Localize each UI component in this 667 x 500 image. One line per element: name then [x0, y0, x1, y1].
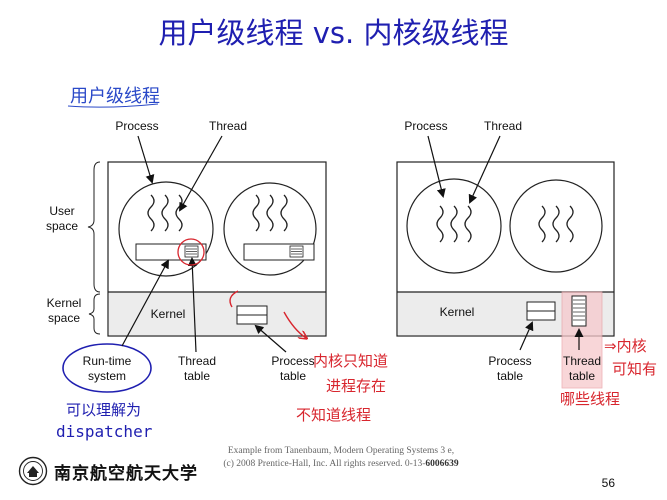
runtime-system-ellipse — [62, 343, 152, 393]
thread-table-highlight-circle — [177, 238, 205, 266]
dispatcher-note-line2: dispatcher — [56, 422, 153, 441]
kernel-space-bracket — [88, 293, 101, 335]
kernel-space-label-line2: space — [48, 311, 80, 325]
thread-squiggle — [464, 205, 472, 243]
right-process-table-label-line1: Process — [488, 354, 531, 368]
handwritten-underline — [67, 103, 159, 108]
left-process-table-arrow — [254, 324, 287, 353]
kernel-space-label-line1: Kernel — [47, 296, 82, 310]
left-kernel-label: Kernel — [151, 307, 186, 321]
handwritten-user-level-threads: 用户级线程 — [70, 86, 160, 107]
runtime-system-label-line1: Run-time — [83, 354, 132, 368]
left-process-table-label-line2: table — [280, 369, 306, 383]
left-process-circle-2 — [223, 182, 317, 276]
left-process-table — [236, 305, 268, 325]
left-process-arrow — [137, 135, 155, 184]
right-kernel-label: Kernel — [440, 305, 475, 319]
footer-credit-line1: Example from Tanenbaum, Modern Operating… — [227, 446, 455, 456]
handwritten-kernel-knows-threads-line1: ⇒内核 — [604, 337, 647, 355]
left-process-2-threads — [252, 194, 288, 232]
user-space-label-line1: User — [49, 204, 74, 218]
left-thread-table-label-line1: Thread — [178, 354, 216, 368]
thread-squiggle — [450, 205, 458, 243]
dispatcher-note-line1: 可以理解为 — [66, 401, 142, 419]
right-process-table-label-line2: table — [497, 369, 523, 383]
right-process-circle-1 — [406, 178, 502, 274]
university-name: 南京航空航天大学 — [54, 463, 198, 484]
runtime-system-arrow — [121, 259, 169, 347]
user-space-label-line2: space — [46, 219, 78, 233]
left-thread-table-arrow — [187, 257, 197, 353]
thread-squiggle — [175, 194, 183, 232]
right-thread-table-label-line1: Thread — [563, 354, 601, 368]
right-process-table-arrow — [519, 321, 534, 351]
left-kernel-region — [109, 292, 325, 335]
handwritten-kernel-knows-process-line3: 不知道线程 — [296, 406, 371, 424]
left-diagram: Process Thread User space Kernel space K… — [46, 119, 327, 393]
right-process-2-threads — [538, 205, 574, 243]
thread-squiggle — [552, 205, 560, 243]
footer-credit-isbn: 6006639 — [425, 459, 459, 469]
dispatcher-note: 可以理解为 dispatcher — [56, 400, 152, 442]
right-process-1-threads — [436, 205, 472, 243]
right-thread-arrow — [468, 135, 501, 204]
left-thread-table-2 — [289, 245, 304, 258]
left-process-table-label-line1: Process — [271, 354, 314, 368]
university-seal-icon — [18, 456, 48, 486]
process-table-red-arc — [229, 290, 239, 308]
thread-squiggle — [566, 205, 574, 243]
thread-squiggle — [266, 194, 274, 232]
left-thread-table-1 — [184, 245, 199, 258]
right-thread-label: Thread — [484, 119, 522, 133]
user-space-bracket — [87, 161, 101, 293]
handwritten-kernel-knows-threads-line2: 可知有 — [612, 360, 657, 378]
right-thread-table — [571, 295, 587, 327]
thread-squiggle — [280, 194, 288, 232]
left-thread-arrow — [179, 135, 223, 212]
handwritten-kernel-knows-process-line1: 内核只知道 — [313, 352, 388, 370]
university-logo: 南京航空航天大学 — [18, 456, 198, 486]
thread-squiggle — [252, 194, 260, 232]
thread-squiggle — [436, 205, 444, 243]
footer-credit: Example from Tanenbaum, Modern Operating… — [196, 445, 486, 471]
thread-squiggle — [538, 205, 546, 243]
left-thread-table-label-line2: table — [184, 369, 210, 383]
thread-squiggle — [147, 194, 155, 232]
footer-credit-text: (c) 2008 Prentice-Hall, Inc. All rights … — [223, 459, 426, 469]
right-diagram: Process Thread Kernel Process table Thre… — [396, 119, 615, 389]
left-thread-label: Thread — [209, 119, 247, 133]
right-process-label: Process — [404, 119, 447, 133]
slide-title: 用户级线程 vs. 内核级线程 — [158, 16, 509, 50]
right-thread-table-label-line2: table — [569, 369, 595, 383]
left-runtime-bar-2 — [243, 243, 315, 261]
left-process-1-threads — [147, 194, 183, 232]
runtime-system-label-line2: system — [88, 369, 126, 383]
right-process-circle-2 — [509, 179, 603, 273]
red-annotation-arrow — [283, 311, 306, 338]
handwritten-kernel-knows-threads-line3: 哪些线程 — [560, 390, 620, 408]
handwritten-kernel-knows-process-line2: 进程存在 — [326, 377, 386, 395]
left-process-label: Process — [115, 119, 158, 133]
page-number: 56 — [601, 476, 615, 490]
footer-credit-line2: (c) 2008 Prentice-Hall, Inc. All rights … — [196, 458, 486, 471]
right-process-arrow — [427, 135, 446, 198]
right-process-table — [526, 301, 556, 321]
thread-squiggle — [161, 194, 169, 232]
